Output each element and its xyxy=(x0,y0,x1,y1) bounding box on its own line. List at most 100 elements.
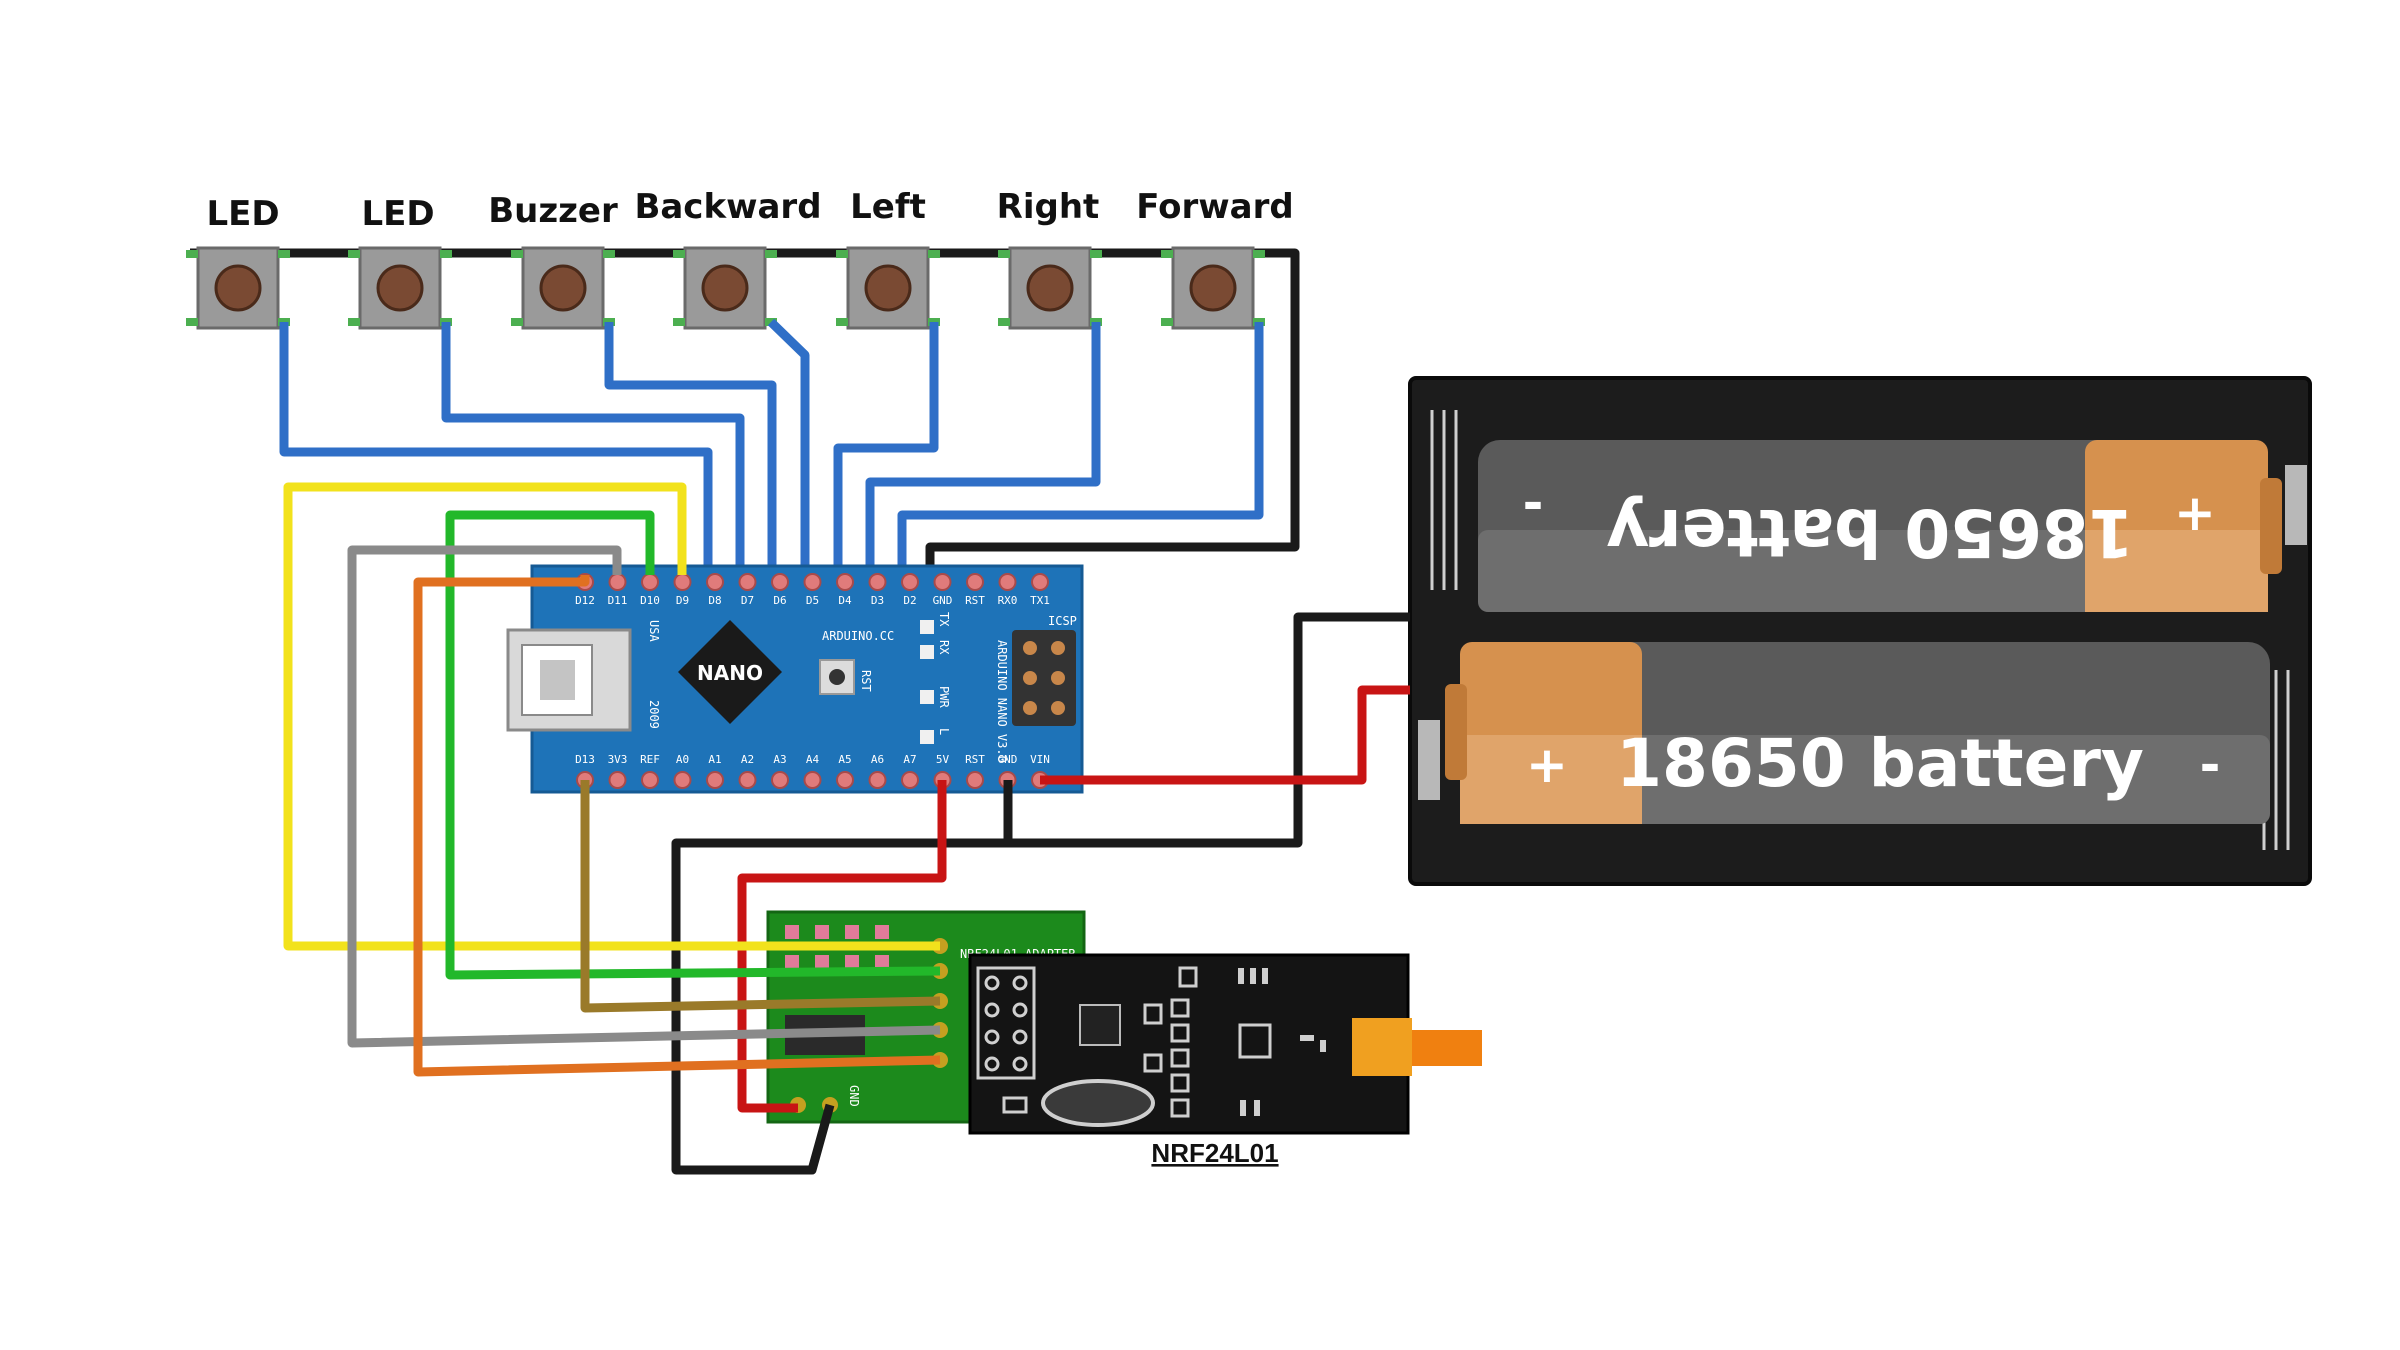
top-pin-d10 xyxy=(641,573,659,591)
push-button-buzzer[interactable] xyxy=(511,246,615,330)
push-button-backward[interactable] xyxy=(673,246,777,330)
top-pin-d8 xyxy=(706,573,724,591)
nano-microcontroller: NANO xyxy=(678,620,782,724)
wire-orange-d12 xyxy=(413,575,941,1077)
battery-cell-2-minus: - xyxy=(2200,736,2221,794)
bottom-pin-label-5v: 5V xyxy=(936,753,950,766)
wire-forward-to-d2 xyxy=(897,322,1264,575)
top-pin-tx1 xyxy=(1031,573,1049,591)
top-pin-label-d2: D2 xyxy=(903,594,916,607)
button-row: LED LED Buzzer Backward Left Right Forwa… xyxy=(186,187,1300,575)
reset-button[interactable] xyxy=(819,659,855,695)
top-pin-d6 xyxy=(771,573,789,591)
battery-cell-1-minus: - xyxy=(1523,474,1544,532)
bottom-pin-a4 xyxy=(803,771,822,789)
bottom-pin-label-a1: A1 xyxy=(708,753,721,766)
nano-led-tx: TX xyxy=(937,612,951,627)
top-pin-d5 xyxy=(803,573,822,591)
wire-battery-negative xyxy=(671,612,1410,1175)
battery-cell-2: 18650 battery + - xyxy=(1445,642,2270,824)
top-pin-gnd xyxy=(933,573,952,591)
battery-spring-top xyxy=(1430,410,1458,590)
bottom-pin-3v3 xyxy=(608,771,627,789)
nrf-module-label: NRF24L01 xyxy=(1151,1138,1278,1168)
wire-left-to-d4 xyxy=(833,322,939,575)
bottom-pin-label-d13: D13 xyxy=(575,753,595,766)
nrf-crystal xyxy=(1041,1079,1155,1127)
button-label-led-1: LED xyxy=(206,194,279,234)
top-pin-label-tx1: TX1 xyxy=(1030,594,1050,607)
top-pin-rx0 xyxy=(998,573,1017,591)
top-pin-d3 xyxy=(868,573,887,591)
battery-terminal-top xyxy=(2285,465,2307,545)
top-pin-d4 xyxy=(836,573,854,591)
top-pin-rst xyxy=(966,573,984,591)
nano-brand-label: ARDUINO.CC xyxy=(822,629,894,643)
bottom-pin-a5 xyxy=(836,771,854,789)
push-button-left[interactable] xyxy=(836,246,940,330)
bottom-pin-label-a3: A3 xyxy=(773,753,786,766)
nano-icsp-label: ICSP xyxy=(1048,614,1077,628)
bottom-pin-a7 xyxy=(901,771,919,789)
wire-gray-d11 xyxy=(347,545,941,1048)
top-pin-label-d6: D6 xyxy=(773,594,786,607)
top-pin-label-gnd: GND xyxy=(933,594,953,607)
top-pin-label-d9: D9 xyxy=(676,594,689,607)
top-pin-label-d4: D4 xyxy=(838,594,852,607)
nano-led-pwr: PWR xyxy=(937,686,951,708)
wire-yellow-d9 xyxy=(283,482,940,951)
wire-green-d10 xyxy=(445,510,941,980)
push-button-right[interactable] xyxy=(998,246,1102,330)
nrf-smd-components xyxy=(1002,966,1272,1118)
bottom-pin-label-a4: A4 xyxy=(806,753,820,766)
adapter-header xyxy=(785,925,889,969)
top-pin-d11 xyxy=(608,573,627,591)
button-label-backward: Backward xyxy=(634,187,821,227)
nrf-antenna xyxy=(1352,1018,1482,1076)
nano-chip-label: NANO xyxy=(697,661,763,685)
battery-cell-1: 18650 battery + - xyxy=(1478,440,2282,612)
arduino-nano-board: NANO RST ICSP ARDUINO.CC ARDUINO NANO V3… xyxy=(506,564,1084,794)
wire-5v-to-adapter xyxy=(737,780,947,1113)
nano-status-leds xyxy=(920,620,934,744)
wire-backward-to-d5 xyxy=(767,318,810,575)
top-pin-label-d5: D5 xyxy=(806,594,819,607)
battery-cell-1-label: 18650 battery xyxy=(1606,494,2134,571)
bottom-pin-label-a6: A6 xyxy=(871,753,884,766)
button-signal-wires xyxy=(279,318,1264,575)
bottom-pin-a1 xyxy=(706,771,724,789)
nano-rst-label: RST xyxy=(859,670,873,692)
battery-terminal-bottom xyxy=(1418,720,1440,800)
wire-led2-to-d7 xyxy=(441,322,745,575)
icsp-header xyxy=(1012,630,1076,726)
bottom-pin-label-a2: A2 xyxy=(741,753,754,766)
bottom-pin-label-a5: A5 xyxy=(838,753,851,766)
top-pin-label-d11: D11 xyxy=(608,594,628,607)
battery-holder: 18650 battery + - 18650 battery + - xyxy=(1408,376,2312,886)
bottom-pin-a0 xyxy=(673,771,692,789)
button-label-buzzer: Buzzer xyxy=(488,191,618,231)
battery-cell-2-plus: + xyxy=(1526,736,1568,794)
bottom-pin-label-ref: REF xyxy=(640,753,660,766)
battery-cell-1-plus: + xyxy=(2174,484,2216,542)
push-button-led-1[interactable] xyxy=(186,246,290,330)
power-wires xyxy=(671,612,1410,1175)
usb-port[interactable] xyxy=(506,628,632,732)
top-pin-d2 xyxy=(901,573,919,591)
push-button-forward[interactable] xyxy=(1161,246,1265,330)
top-pin-label-d8: D8 xyxy=(708,594,721,607)
button-label-left: Left xyxy=(850,187,926,227)
top-pin-label-d10: D10 xyxy=(640,594,660,607)
nano-model-label: ARDUINO NANO V3.0 xyxy=(995,640,1009,763)
push-button-led-2[interactable] xyxy=(348,246,452,330)
nrf-chip xyxy=(1079,1004,1121,1046)
bottom-pin-a6 xyxy=(868,771,887,789)
bottom-pin-label-gnd: GND xyxy=(998,753,1018,766)
top-pin-label-d12: D12 xyxy=(575,594,595,607)
top-pin-label-rst: RST xyxy=(965,594,985,607)
top-pin-d7 xyxy=(738,573,757,591)
wire-led1-to-d8 xyxy=(279,322,713,575)
bottom-pin-label-rst: RST xyxy=(965,753,985,766)
wire-battery-positive xyxy=(1040,685,1410,785)
bottom-pin-a2 xyxy=(738,771,757,789)
